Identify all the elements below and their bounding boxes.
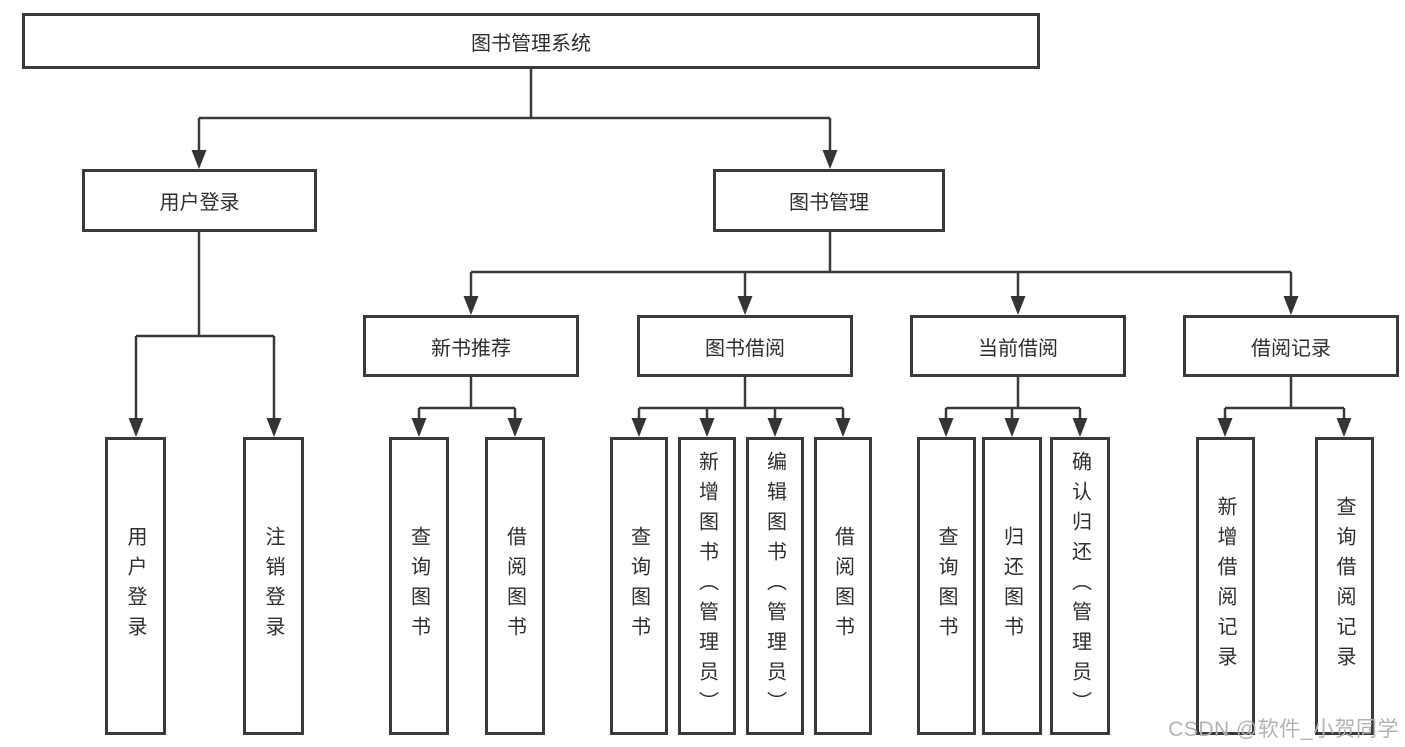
leaf-current-query-books: 查询图书: [917, 437, 976, 735]
leaf-edit-books-admin: 编辑图书（管理员）: [746, 437, 804, 735]
node-label: 查询图书: [935, 526, 957, 646]
node-root-system: 图书管理系统: [22, 13, 1040, 69]
node-label: 当前借阅: [978, 337, 1058, 360]
node-label: 查询借阅记录: [1333, 496, 1355, 676]
leaf-user-login: 用户登录: [105, 437, 166, 735]
node-borrow-records: 借阅记录: [1183, 315, 1399, 377]
leaf-recommend-borrow-books: 借阅图书: [485, 437, 545, 735]
node-label: 查询图书: [407, 526, 430, 646]
node-label: 借阅图书: [831, 526, 854, 646]
leaf-borrow-query-books: 查询图书: [610, 437, 668, 735]
leaf-recommend-query-books: 查询图书: [389, 437, 449, 735]
node-user-login-group: 用户登录: [82, 169, 317, 232]
node-label: 新书推荐: [431, 337, 511, 360]
csdn-watermark: CSDN @软件_小贺同学: [1168, 718, 1399, 741]
node-label: 归还图书: [1000, 526, 1023, 646]
leaf-add-books-admin: 新增图书（管理员）: [678, 437, 736, 735]
leaf-logout: 注销登录: [243, 437, 304, 735]
node-label: 图书管理: [789, 192, 869, 214]
leaf-query-borrow-record: 查询借阅记录: [1315, 437, 1374, 735]
node-new-book-recommend: 新书推荐: [363, 315, 579, 377]
node-label: 借阅图书: [503, 526, 526, 646]
node-label: 借阅记录: [1251, 337, 1331, 360]
node-label: 编辑图书（管理员）: [763, 451, 786, 721]
leaf-confirm-return-admin: 确认归还（管理员）: [1050, 437, 1110, 735]
node-label: 用户登录: [159, 192, 240, 214]
node-book-management-group: 图书管理: [713, 169, 945, 232]
node-current-borrow: 当前借阅: [910, 315, 1126, 377]
node-label: 确认归还（管理员）: [1068, 451, 1091, 721]
leaf-add-borrow-record: 新增借阅记录: [1196, 437, 1255, 735]
node-label: 注销登录: [262, 526, 284, 646]
node-label: 用户登录: [124, 526, 146, 646]
node-label: 查询图书: [627, 526, 650, 646]
node-label: 图书借阅: [705, 337, 785, 360]
node-label: 图书管理系统: [471, 32, 591, 55]
node-label: 新增借阅记录: [1214, 496, 1236, 676]
leaf-return-books: 归还图书: [982, 437, 1042, 735]
node-book-borrow: 图书借阅: [637, 315, 853, 377]
node-label: 新增图书（管理员）: [695, 451, 718, 721]
leaf-borrow-books: 借阅图书: [814, 437, 872, 735]
